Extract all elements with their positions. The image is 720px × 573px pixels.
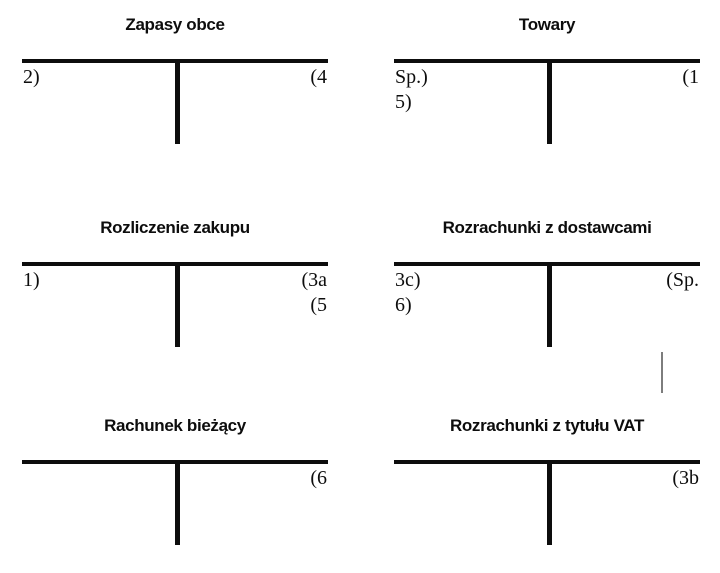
account-center-stem — [175, 460, 180, 545]
t-account-towary: Towary Sp.) 5) (1 — [394, 14, 700, 174]
credit-entry: (Sp. — [666, 269, 699, 291]
credit-entry: (1 — [682, 66, 699, 88]
credit-entry: (4 — [310, 66, 327, 88]
account-title: Rachunek bieżący — [104, 416, 246, 435]
credit-entry: (3a — [301, 269, 327, 291]
credit-entry: (3b — [672, 467, 699, 489]
credit-entries: (3a (5 — [301, 268, 327, 318]
debit-entries: Sp.) 5) — [395, 65, 428, 115]
debit-entry: 3c) — [395, 269, 421, 291]
credit-entry: (5 — [310, 294, 327, 316]
debit-entry: 1) — [23, 269, 40, 291]
debit-entries: 2) — [23, 65, 40, 90]
account-title: Towary — [518, 15, 576, 34]
account-title: Zapasy obce — [125, 15, 225, 34]
credit-entries: (1 — [682, 65, 699, 90]
debit-entries: 1) — [23, 268, 40, 293]
stray-vertical-tick — [661, 352, 663, 393]
t-account-zapasy-obce: Zapasy obce 2) (4 — [22, 14, 328, 174]
account-title: Rozrachunki z tytułu VAT — [449, 416, 645, 435]
t-account-rozrachunki-z-tytulu-vat: Rozrachunki z tytułu VAT (3b — [394, 415, 700, 573]
credit-entries: (4 — [310, 65, 327, 90]
credit-entries: (Sp. — [666, 268, 699, 293]
debit-entry: 2) — [23, 66, 40, 88]
t-account-rozrachunki-z-dostawcami: Rozrachunki z dostawcami 3c) 6) (Sp. — [394, 217, 700, 377]
account-title: Rozliczenie zakupu — [100, 218, 250, 237]
account-center-stem — [547, 59, 552, 144]
credit-entry: (6 — [310, 467, 327, 489]
account-center-stem — [175, 262, 180, 347]
debit-entry: Sp.) — [395, 66, 428, 88]
debit-entries: 3c) 6) — [395, 268, 421, 318]
credit-entries: (3b — [672, 466, 699, 491]
account-title: Rozrachunki z dostawcami — [442, 218, 652, 237]
account-center-stem — [175, 59, 180, 144]
t-account-rachunek-biezacy: Rachunek bieżący (6 — [22, 415, 328, 573]
account-center-stem — [547, 262, 552, 347]
t-account-rozliczenie-zakupu: Rozliczenie zakupu 1) (3a (5 — [22, 217, 328, 377]
debit-entry: 5) — [395, 91, 412, 113]
account-center-stem — [547, 460, 552, 545]
credit-entries: (6 — [310, 466, 327, 491]
debit-entry: 6) — [395, 294, 412, 316]
